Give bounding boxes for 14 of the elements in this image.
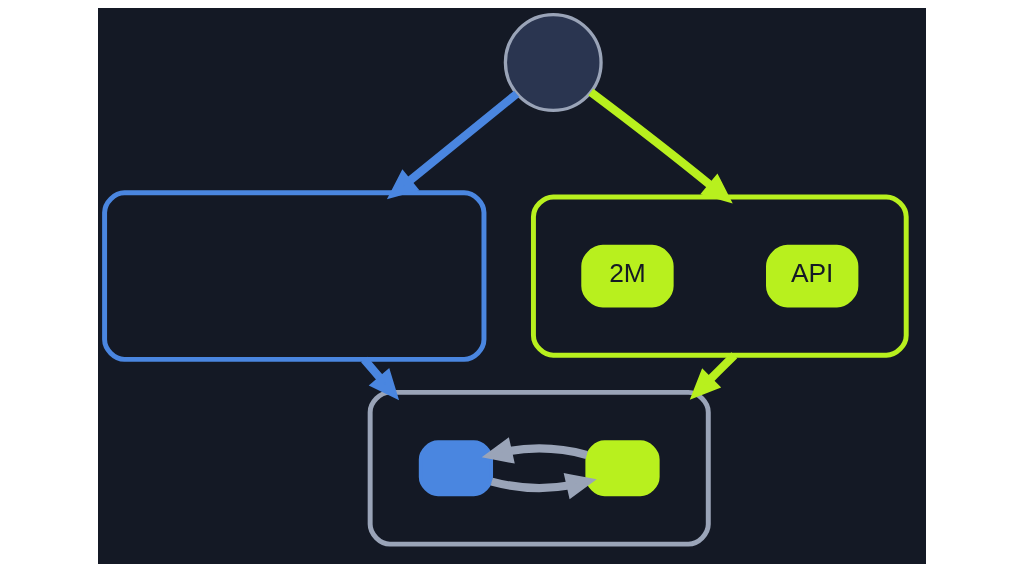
arrow [689,352,738,400]
arrow [481,437,588,464]
node-person [503,13,603,112]
node-box [585,440,660,497]
arrow [490,472,597,500]
node-box [102,190,487,362]
cluster [367,389,711,547]
node-box [418,440,494,497]
arrow [588,88,733,204]
node-box: 2M [581,244,674,308]
cluster [530,194,909,358]
node-box: API [766,244,859,308]
arrow [386,90,520,200]
arrow [361,356,400,401]
